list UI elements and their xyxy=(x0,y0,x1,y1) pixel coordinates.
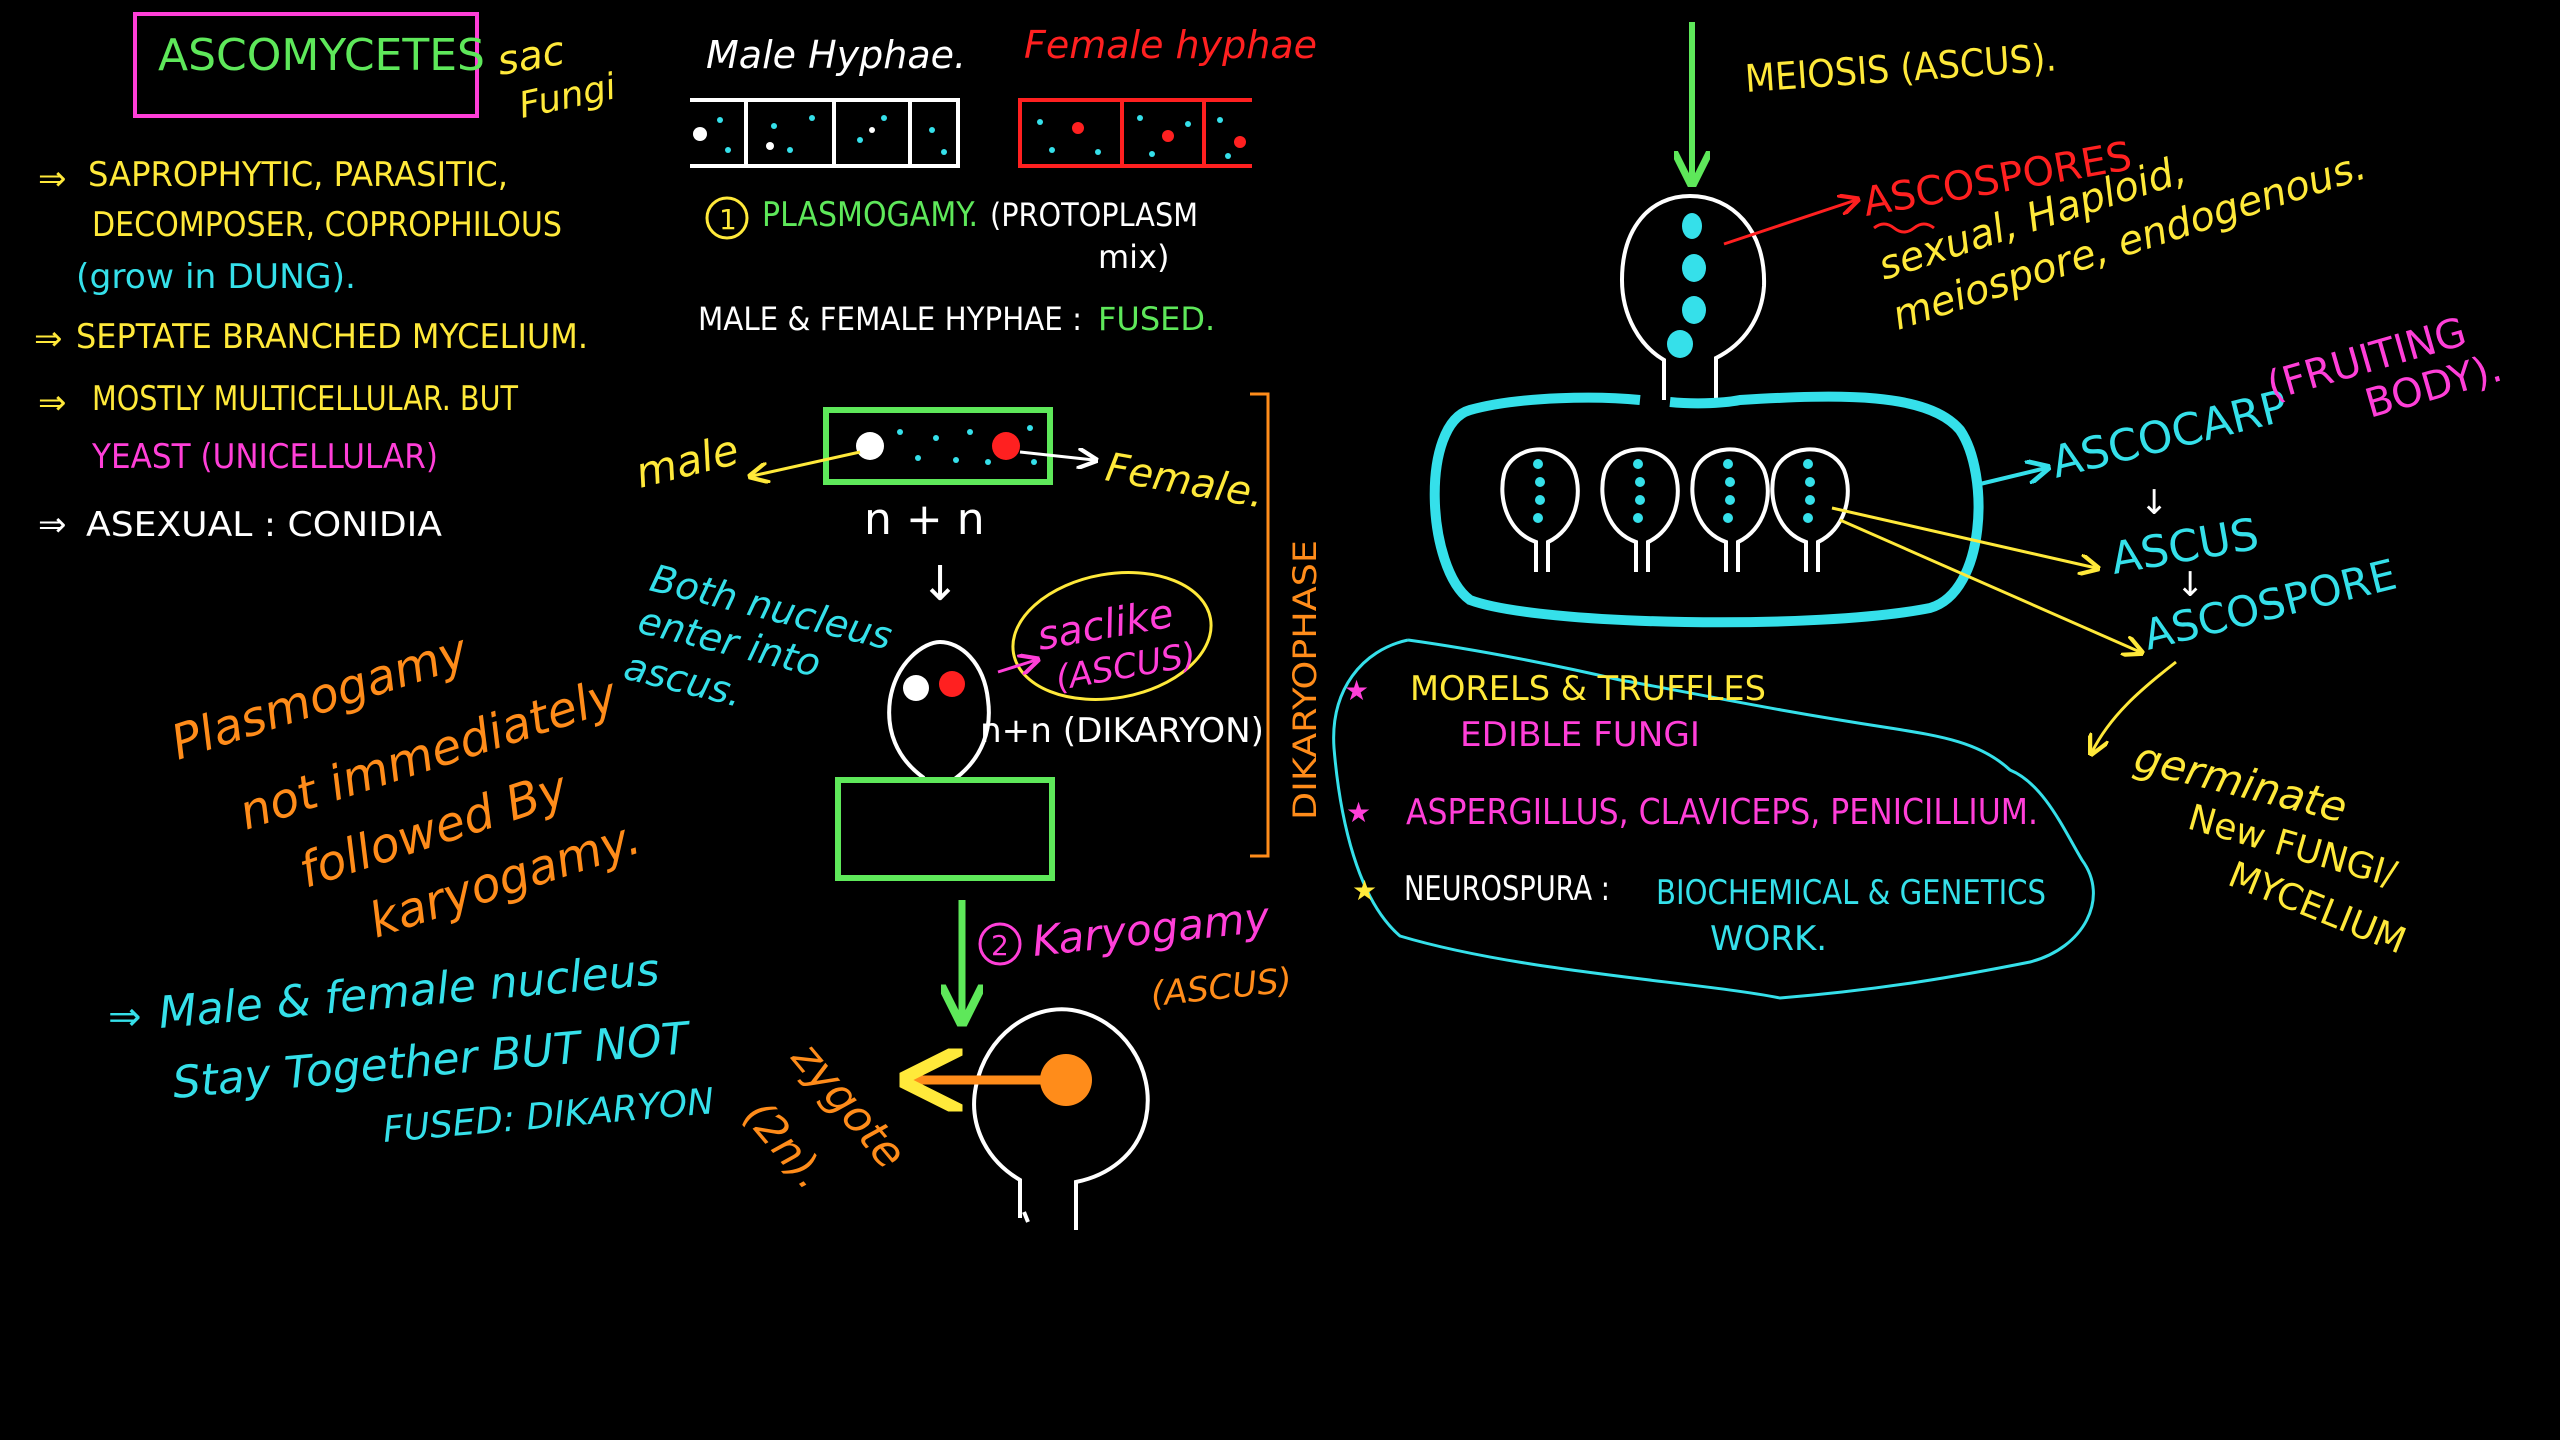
step-1-text: PLASMOGAMY. xyxy=(762,195,978,235)
female-hyphae-label: Female hyphae xyxy=(1024,23,1317,67)
dikaryon-note: ⇒ Male & female nucleus Stay Together BU… xyxy=(108,944,716,1151)
dikaryon-male-nucleus xyxy=(903,675,929,701)
ascocarp-outline xyxy=(1429,391,1984,628)
feature-list: ⇒ SAPROPHYTIC, PARASITIC, DECOMPOSER, CO… xyxy=(34,155,588,545)
example-1-star: ★ xyxy=(1344,674,1369,707)
dikaryon-ascus-outline xyxy=(887,639,991,780)
ascocarp-label: ASCOCARP xyxy=(2046,381,2292,489)
dikaryon-note-line-3: FUSED: DIKARYON xyxy=(381,1081,715,1151)
ascocarp-ascus-4 xyxy=(1770,447,1850,572)
step-1-mix: mix) xyxy=(1098,238,1169,276)
zygote-nucleus xyxy=(1040,1054,1092,1106)
step-2-paren: (ASCUS) xyxy=(1149,960,1294,1015)
feature-3-line-2: YEAST (UNICELLULAR) xyxy=(91,437,438,477)
step-1-number: 1 xyxy=(719,203,737,236)
fused-female-nucleus xyxy=(992,432,1020,460)
feature-2-arrow: ⇒ xyxy=(34,319,63,359)
ascus-down-arrow: ↓ xyxy=(2140,483,2169,523)
dikaryon-base-cell xyxy=(835,777,1055,881)
arrow-to-ascospores xyxy=(1723,200,1856,246)
example-3-star: ★ xyxy=(1352,874,1377,907)
fusion-male-label: male xyxy=(631,425,744,498)
ascocarp-ascus-2 xyxy=(1600,447,1680,572)
example-2-star: ★ xyxy=(1346,796,1371,829)
feature-1-line-3: (grow in DUNG). xyxy=(76,257,356,297)
male-nucleus-small xyxy=(693,127,707,141)
ascospores-underline xyxy=(1873,222,1935,234)
zygote-ascus xyxy=(972,1007,1150,1230)
germinate-arrow xyxy=(2092,660,2177,752)
meiosis-label: MEIOSIS (ASCUS). xyxy=(1744,35,2058,101)
fused-prefix: MALE & FEMALE HYPHAE : xyxy=(698,300,1082,338)
large-ascus xyxy=(1619,193,1767,400)
dikaryon-female-nucleus xyxy=(939,671,965,697)
dikaryon-note-arrow: ⇒ xyxy=(108,994,142,1040)
arrow-ascus-pointer xyxy=(1831,506,2096,568)
arrow-ascospore-pointer xyxy=(1839,518,2140,652)
step-1-circle xyxy=(705,196,749,240)
male-hyphae-outline xyxy=(690,98,960,168)
example-3-desc-1: BIOCHEMICAL & GENETICS xyxy=(1656,873,2046,913)
ascocarp-ascus-3 xyxy=(1690,447,1770,572)
title-box xyxy=(133,12,479,118)
example-3-desc-2: WORK. xyxy=(1710,919,1827,959)
example-3-name: NEUROSPURA : xyxy=(1404,869,1610,909)
arrow-to-ascocarp xyxy=(1979,468,2046,486)
large-ascus-outline xyxy=(1619,193,1767,400)
feature-1-line-2: DECOMPOSER, COPROPHILOUS xyxy=(92,205,562,245)
example-1-line-2: EDIBLE FUNGI xyxy=(1460,715,1700,755)
ascospore-down-arrow: ↓ xyxy=(2176,565,2205,605)
title-text: ASCOMYCETES xyxy=(158,30,485,81)
arrow-to-female xyxy=(1019,452,1094,460)
feature-1-line-1: SAPROPHYTIC, PARASITIC, xyxy=(88,155,508,195)
dikaryon-ascus xyxy=(887,639,991,782)
male-hyphae xyxy=(690,98,960,168)
step-1-paren: (PROTOPLASM xyxy=(990,196,1198,234)
feature-4-arrow: ⇒ xyxy=(38,505,67,545)
feature-3-arrow: ⇒ xyxy=(38,383,67,423)
arrow-to-male xyxy=(752,450,861,476)
feature-3-line-1: MOSTLY MULTICELLULAR. BUT xyxy=(92,379,518,419)
saclike-bubble xyxy=(1011,571,1213,701)
examples-cloud xyxy=(1332,638,2095,1000)
fusion-ploidy: n + n xyxy=(864,494,985,545)
examples-list: ★ MORELS & TRUFFLES EDIBLE FUNGI ★ ASPER… xyxy=(1344,669,2046,959)
step-2-circle xyxy=(978,922,1022,966)
fusion-female-label: Female. xyxy=(1102,445,1267,518)
fused-hyphae-cell xyxy=(823,407,1053,485)
arrow-to-saclike xyxy=(997,660,1036,672)
step-2-text: Karyogamy xyxy=(1030,892,1273,966)
title-sub-sac: sac xyxy=(494,28,568,85)
zygote-ascus-outline xyxy=(972,1007,1150,1230)
plasmogamy-note: Plasmogamy not immediately followed By k… xyxy=(164,623,647,950)
fusion-down-arrow: ↓ xyxy=(920,556,960,612)
female-hyphae xyxy=(1018,98,1252,168)
example-2-line-1: ASPERGILLUS, CLAVICEPS, PENICILLIUM. xyxy=(1406,792,2038,833)
fused-word: FUSED. xyxy=(1098,300,1215,338)
example-1-line-1: MORELS & TRUFFLES xyxy=(1410,669,1766,709)
fused-male-nucleus xyxy=(856,432,884,460)
dikaryon-label: n+n (DIKARYON) xyxy=(980,711,1264,751)
large-ascus-spores xyxy=(1667,213,1706,358)
step-2-number: 2 xyxy=(991,929,1009,962)
feature-4-line-1: ASEXUAL : CONIDIA xyxy=(86,505,442,545)
feature-2-line-1: SEPTATE BRANCHED MYCELIUM. xyxy=(76,317,588,357)
dikaryophase-label: DIKARYOPHASE xyxy=(1286,540,1324,820)
female-hyphae-outline xyxy=(1018,98,1252,168)
ascocarp-asci xyxy=(1500,447,1850,572)
dikaryophase-bracket xyxy=(1250,392,1270,858)
male-hyphae-label: Male Hyphae. xyxy=(706,33,966,77)
feature-1-arrow: ⇒ xyxy=(38,159,67,199)
ascocarp-ascus-1 xyxy=(1500,447,1580,572)
